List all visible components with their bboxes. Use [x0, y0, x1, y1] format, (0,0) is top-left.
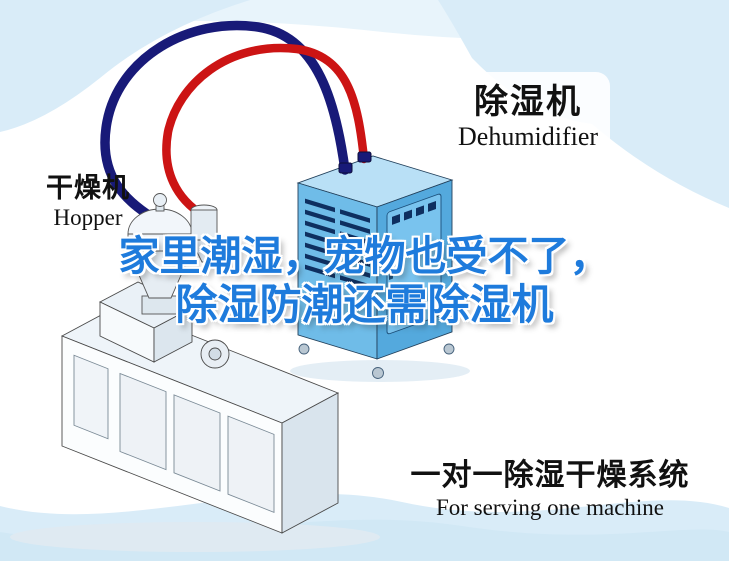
caster-wheels	[298, 343, 455, 379]
extruder-shadow	[10, 522, 380, 552]
headline: 家里潮湿，宠物也受不了， 除湿防潮还需除湿机	[0, 232, 729, 329]
headline-line2: 除湿防潮还需除湿机	[175, 280, 554, 330]
dehumidifier-label-en: Dehumidifier	[458, 122, 599, 151]
hopper-label: 干燥机 Hopper	[46, 166, 130, 230]
pipe-fitting-left	[338, 162, 353, 174]
dehumidifier-label: 除湿机 Dehumidifier	[446, 72, 611, 156]
extruder-machine	[60, 281, 340, 534]
hopper-label-en: Hopper	[53, 205, 123, 230]
system-label: 一对一除湿干燥系统 For serving one machine	[400, 450, 700, 523]
dehumidifier-label-cn: 除湿机	[474, 82, 583, 122]
pipe-fitting-right	[357, 151, 372, 163]
dehumidifier-machine	[296, 155, 455, 379]
hopper-assembly	[127, 193, 218, 315]
pipes	[100, 20, 369, 230]
system-label-en: For serving one machine	[435, 495, 665, 520]
system-label-cn: 一对一除湿干燥系统	[410, 458, 690, 493]
hopper-label-cn: 干燥机	[46, 173, 130, 204]
red-pipe	[162, 43, 369, 220]
headline-line1: 家里潮湿，宠物也受不了，	[118, 232, 611, 280]
navy-pipe	[100, 20, 350, 230]
